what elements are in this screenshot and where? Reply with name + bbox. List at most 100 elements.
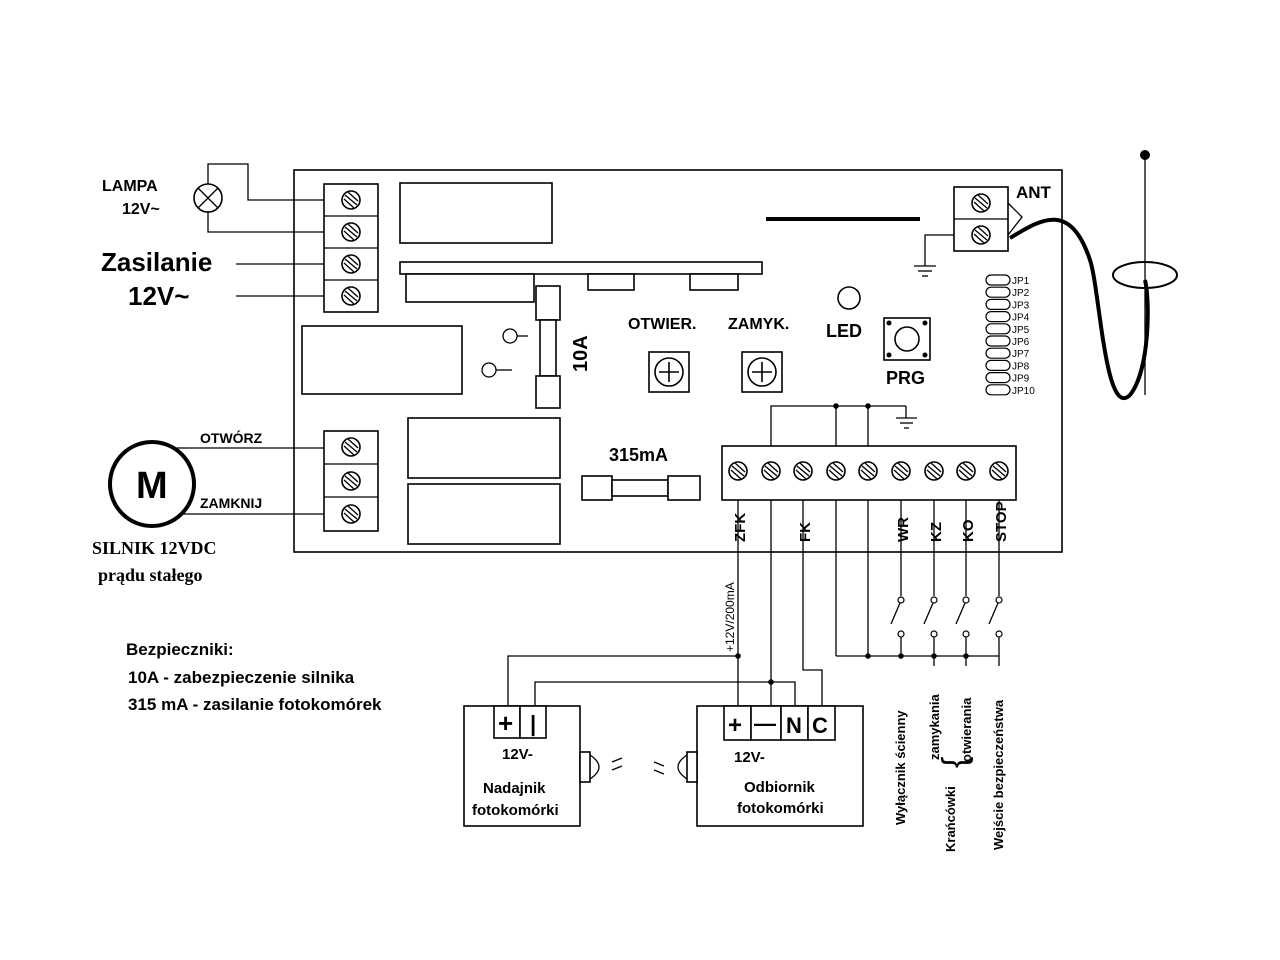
receiver-pin-plus: +	[728, 712, 742, 739]
lampa-label: LAMPA	[102, 178, 158, 195]
zasilanie-voltage-label: 12V~	[128, 281, 189, 311]
jumper-label: JP5	[1012, 325, 1030, 336]
lamp-wires	[207, 163, 324, 233]
terminal-label-zfk: ZFK	[732, 513, 749, 542]
jumper-label: JP8	[1012, 361, 1030, 372]
jumper-label: JP1	[1012, 276, 1030, 287]
fuse-315-label: 315mA	[609, 445, 668, 465]
ant-label: ANT	[1016, 183, 1052, 202]
close-time-potentiometer[interactable]	[741, 351, 783, 393]
ic-chip-1	[405, 273, 535, 303]
silnik-label-1: SILNIK 12VDC	[92, 538, 217, 558]
receiver-pin-minus: —	[754, 711, 776, 736]
jumper-jp10[interactable]: JP10	[985, 384, 1035, 397]
terminal-label-stop: STOP	[993, 501, 1010, 542]
transmitter-pin-signal: |	[530, 711, 536, 736]
jumper-jp9[interactable]: JP9	[985, 372, 1030, 385]
zfk-voltage-label: +12V/200mA	[723, 582, 737, 652]
terminal-label-fk: FK	[797, 522, 814, 542]
photocell-wiring	[507, 500, 999, 705]
open-time-potentiometer[interactable]	[648, 351, 690, 393]
receiver-name-2: fotokomórki	[737, 800, 824, 817]
jumper-jp3[interactable]: JP3	[985, 298, 1030, 311]
fuse-10a-label: 10A	[570, 335, 592, 372]
relay-top	[399, 182, 553, 244]
transmitter-voltage: 12V-	[502, 746, 533, 763]
common-bus	[770, 403, 917, 446]
prg-label: PRG	[886, 368, 925, 388]
switch-contact	[988, 500, 1003, 656]
transmitter-pin-plus: +	[498, 708, 513, 738]
jumper-label: JP9	[1012, 374, 1030, 385]
input-switches	[890, 500, 1003, 666]
prg-button[interactable]	[883, 317, 931, 361]
receiver-box: + — N C 12V- Odbiornik fotokomórki	[653, 705, 864, 827]
jumper-label: JP2	[1012, 288, 1030, 299]
label-wall-switch: Wyłącznik ścienny	[893, 710, 908, 825]
ic-chip-2	[587, 273, 635, 291]
jumper-jp2[interactable]: JP2	[985, 286, 1030, 299]
zasilanie-label: Zasilanie	[101, 247, 212, 277]
zamknij-label: ZAMKNIJ	[200, 495, 262, 511]
switch-contact	[890, 500, 905, 656]
jumper-jp4[interactable]: JP4	[985, 311, 1030, 324]
transmitter-name-1: Nadajnik	[483, 780, 546, 797]
otwier-label: OTWIER.	[628, 316, 696, 333]
status-led	[837, 286, 861, 310]
transistor-symbols	[481, 328, 528, 378]
fuses-line-2: 315 mA - zasilanie fotokomórek	[128, 695, 382, 714]
antenna-connector-wire	[1007, 202, 1023, 236]
relay-left	[301, 325, 463, 395]
pin-header-strip	[399, 261, 763, 275]
fuses-heading: Bezpieczniki:	[126, 640, 234, 659]
antenna	[1008, 150, 1178, 401]
jumper-label: JP6	[1012, 337, 1030, 348]
label-limits: Krańcówki	[943, 786, 958, 852]
antenna-terminal-block	[953, 186, 1009, 252]
motor-symbol: M	[108, 440, 196, 528]
jumper-jp5[interactable]: JP5	[985, 323, 1030, 336]
jumper-jp1[interactable]: JP1	[985, 274, 1030, 287]
fuse-10a	[535, 285, 561, 409]
motor-letter: M	[136, 465, 168, 507]
transmitter-name-2: fotokomórki	[472, 802, 559, 819]
terminal-label-ko: KO	[960, 519, 977, 542]
relay-mid-1	[407, 417, 561, 479]
io-terminal-block	[721, 445, 1017, 501]
jumper-label: JP10	[1012, 386, 1035, 397]
jumper-label: JP7	[1012, 349, 1030, 360]
jumper-jp8[interactable]: JP8	[985, 359, 1030, 372]
motor-terminal-block	[323, 430, 379, 532]
receiver-name-1: Odbiornik	[744, 779, 815, 796]
fuses-line-1: 10A - zabezpieczenie silnika	[128, 668, 355, 687]
receiver-pin-n: N	[786, 713, 802, 738]
otworz-label: OTWÓRZ	[200, 429, 263, 446]
label-limit-open: otwierania	[959, 697, 974, 762]
lamp-symbol	[193, 183, 223, 213]
zamyk-label: ZAMYK.	[728, 316, 789, 333]
switch-contact	[923, 500, 938, 656]
terminal-label-wr: WR	[895, 517, 912, 542]
jumper-label: JP4	[1012, 313, 1030, 324]
jumper-jp7[interactable]: JP7	[985, 347, 1030, 360]
relay-mid-2	[407, 483, 561, 545]
power-lamp-terminal-block	[323, 183, 379, 313]
receiver-pin-c: C	[812, 713, 828, 738]
jumper-jp6[interactable]: JP6	[985, 335, 1030, 348]
led-label: LED	[826, 321, 862, 341]
ic-chip-3	[689, 273, 739, 291]
jumper-label: JP3	[1012, 300, 1030, 311]
silnik-label-2: prądu stałego	[98, 565, 203, 585]
transmitter-box: + | 12V- Nadajnik fotokomórki	[463, 705, 623, 827]
terminal-label-kz: KZ	[928, 522, 945, 542]
label-safety-input: Wejście bezpieczeństwa	[991, 699, 1006, 850]
receiver-voltage: 12V-	[734, 749, 765, 766]
fuse-315ma	[581, 475, 701, 501]
lampa-voltage-label: 12V~	[122, 201, 160, 218]
label-limit-close: zamykania	[927, 693, 942, 760]
limits-brace: {	[936, 757, 974, 768]
switch-contact	[955, 500, 970, 656]
antenna-ground-symbol	[914, 265, 936, 277]
